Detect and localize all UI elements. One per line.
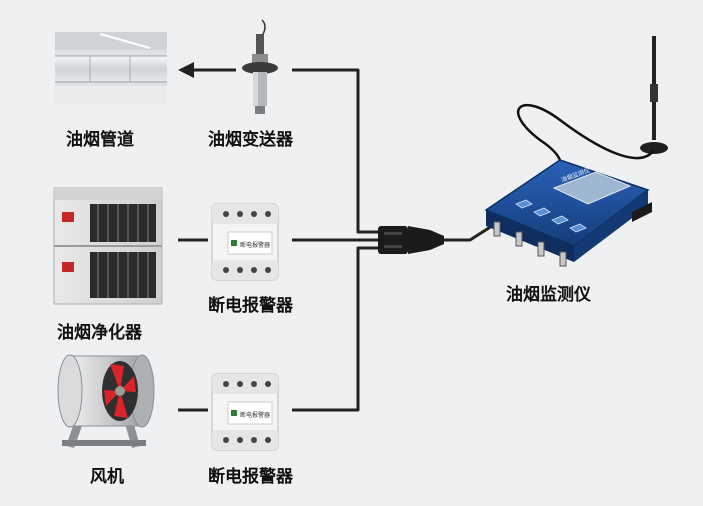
breaker-device-top (211, 203, 279, 281)
fan-label: 风机 (90, 467, 124, 487)
fan-image (57, 354, 155, 448)
breaker-device-bottom (211, 373, 279, 451)
wire-breaker-bottom (292, 246, 378, 412)
oil-transmitter-image (242, 19, 278, 114)
connector-plug (378, 226, 444, 254)
oil-purifier-image (53, 187, 163, 305)
wiring (178, 68, 493, 412)
breaker-label-bottom: 断电报警器 (208, 467, 293, 487)
wire-transmitter (292, 68, 378, 234)
breaker-face-text-top: 断电报警器 (240, 241, 270, 249)
breaker-label-top: 断电报警器 (208, 296, 293, 316)
breaker-face-text-bottom: 断电报警器 (240, 411, 270, 419)
transmitter-label: 油烟变送器 (208, 130, 293, 150)
purifier-label: 油烟净化器 (57, 323, 142, 343)
duct-label: 油烟管道 (66, 130, 134, 150)
wire-monitor (444, 224, 493, 242)
oil-duct-image (55, 32, 167, 104)
monitor-label: 油烟监测仪 (506, 285, 591, 305)
oil-monitor-device (484, 159, 652, 267)
arrow-left-icon (178, 62, 236, 78)
antenna-icon (517, 36, 668, 177)
